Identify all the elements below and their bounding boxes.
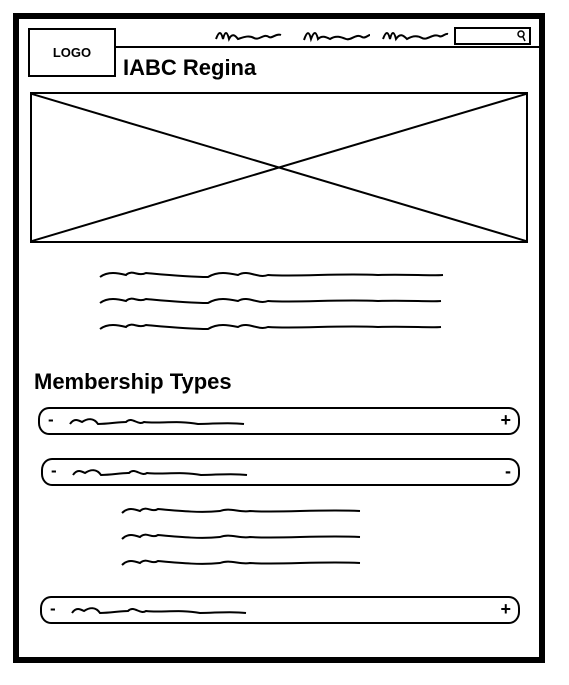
collapse-icon[interactable]: - — [50, 599, 56, 618]
expand-icon[interactable]: + — [500, 599, 511, 619]
logo[interactable]: LOGO — [28, 28, 116, 77]
scribble-text-icon — [71, 607, 247, 615]
header-divider — [115, 46, 539, 48]
collapse-icon[interactable]: - — [48, 410, 54, 429]
logo-label: LOGO — [52, 45, 92, 60]
scribble-text-icon — [303, 32, 371, 43]
collapse-icon[interactable]: - — [505, 461, 511, 481]
image-placeholder-icon — [32, 94, 526, 241]
expand-icon[interactable]: + — [500, 410, 511, 430]
nav-link-1[interactable] — [214, 27, 284, 45]
site-title: IABC Regina — [123, 55, 257, 80]
accordion-title — [68, 412, 248, 430]
scribble-paragraph-icon — [99, 271, 444, 331]
membership-accordion-1[interactable]: - + — [38, 407, 520, 435]
intro-text — [98, 265, 448, 335]
scribble-text-icon — [69, 418, 245, 426]
search-icon[interactable] — [516, 29, 526, 43]
membership-accordion-2[interactable]: - - — [41, 458, 520, 486]
accordion-body — [120, 501, 370, 571]
scribble-text-icon — [382, 32, 449, 42]
collapse-icon[interactable]: - — [51, 461, 57, 480]
scribble-paragraph-icon — [121, 507, 361, 566]
accordion-title — [70, 601, 250, 619]
accordion-title — [71, 463, 251, 481]
wireframe-frame: LOGO IABC Regina — [13, 13, 545, 663]
search-input[interactable] — [454, 27, 531, 45]
nav-link-3[interactable] — [381, 27, 451, 45]
membership-types-heading: Membership Types — [34, 369, 232, 394]
scribble-text-icon — [215, 32, 282, 42]
membership-accordion-3[interactable]: - + — [40, 596, 520, 624]
scribble-text-icon — [72, 469, 248, 477]
hero-image-placeholder — [30, 92, 528, 243]
nav-link-2[interactable] — [302, 27, 372, 45]
